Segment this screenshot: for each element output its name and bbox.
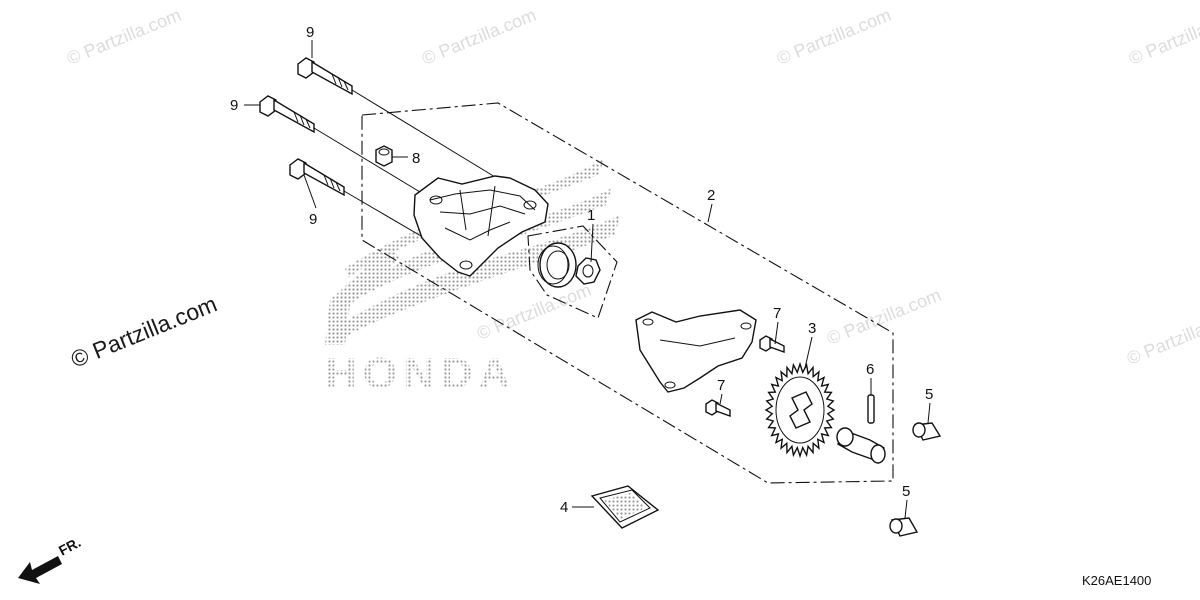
gear-web bbox=[775, 376, 825, 444]
callout-5-lower: 5 bbox=[902, 483, 910, 500]
honda-logo-text: HONDA bbox=[325, 349, 516, 398]
callout-6: 6 bbox=[866, 361, 874, 378]
bolt-9-top bbox=[297, 57, 353, 96]
bolt-9-middle bbox=[259, 95, 315, 134]
callout-9-top: 9 bbox=[306, 24, 314, 41]
dowel-pin-5-upper bbox=[912, 422, 942, 441]
callout-5-upper: 5 bbox=[925, 386, 933, 403]
screw-7-upper bbox=[759, 335, 785, 353]
inner-rotor bbox=[575, 257, 601, 285]
callout-9-bottom: 9 bbox=[309, 211, 317, 228]
diagram-code: K26AE1400 bbox=[1082, 573, 1151, 588]
callout-leaders bbox=[244, 40, 931, 519]
bolt-9-bottom bbox=[289, 158, 345, 197]
oil-pump-body bbox=[413, 175, 549, 277]
watermark-top-2: © Partzilla.com bbox=[419, 5, 539, 69]
watermark-top-3: © Partzilla.com bbox=[774, 5, 894, 69]
pump-cover-plate bbox=[635, 309, 757, 393]
rotor-set-outline bbox=[527, 225, 618, 319]
pump-shaft bbox=[836, 427, 886, 464]
oil-strainer-screen bbox=[590, 485, 660, 529]
driven-gear bbox=[764, 361, 836, 459]
dowel-pin-5-lower bbox=[889, 517, 919, 537]
watermark-main: © Partzilla.com bbox=[67, 290, 220, 372]
callout-7-lower: 7 bbox=[717, 377, 725, 394]
callout-9-middle: 9 bbox=[230, 97, 238, 114]
callout-3: 3 bbox=[808, 320, 816, 337]
pin-6 bbox=[867, 394, 875, 424]
front-direction-label: FR. bbox=[56, 534, 83, 559]
callout-8: 8 bbox=[412, 150, 420, 167]
callout-1: 1 bbox=[587, 207, 595, 224]
gear-hub bbox=[789, 391, 813, 429]
watermark-top-1: © Partzilla.com bbox=[64, 5, 184, 69]
callout-2: 2 bbox=[707, 187, 715, 204]
watermark-mid-2: © Partzilla.com bbox=[824, 285, 944, 349]
outer-rotor bbox=[537, 242, 577, 288]
screw-7-lower bbox=[705, 399, 731, 417]
callout-7-upper: 7 bbox=[773, 305, 781, 322]
watermarks: © Partzilla.com © Partzilla.com © Partzi… bbox=[64, 5, 1200, 373]
collar-8 bbox=[375, 145, 393, 167]
watermark-top-4: © Partzilla.com bbox=[1126, 5, 1200, 69]
front-direction-arrow: FR. bbox=[18, 534, 83, 584]
callout-4: 4 bbox=[560, 499, 568, 516]
watermark-mid-3: © Partzilla.com bbox=[1124, 305, 1200, 369]
assembly-outline bbox=[361, 102, 894, 484]
watermark-mid-1: © Partzilla.com bbox=[474, 280, 594, 344]
